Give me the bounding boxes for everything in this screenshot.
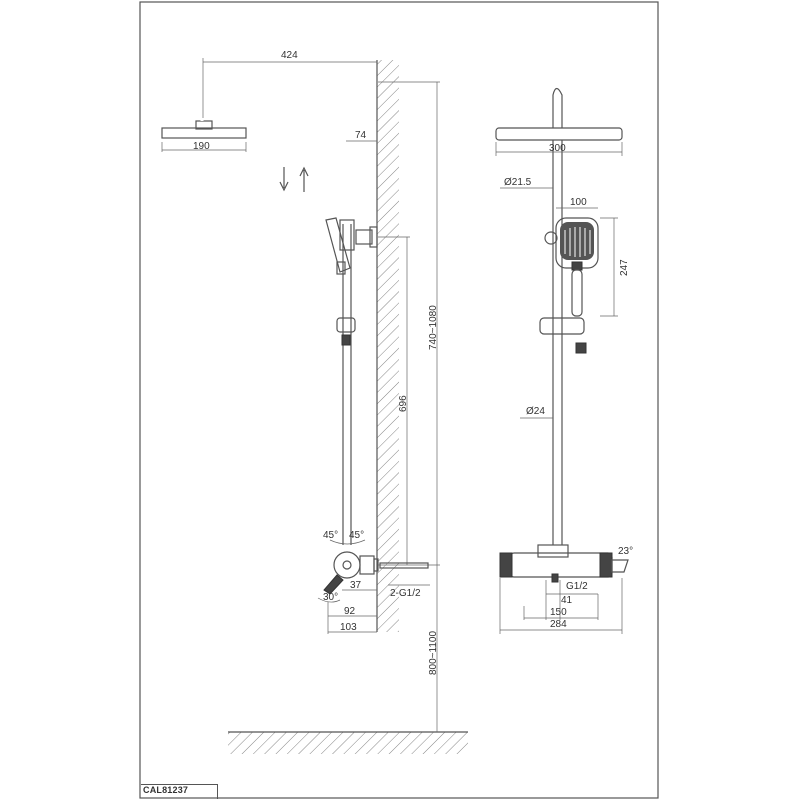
front-dim-pipe-dia: Ø21.5 xyxy=(504,177,532,188)
front-dim-100: 100 xyxy=(570,197,587,208)
side-top-bracket xyxy=(339,219,355,251)
side-slider xyxy=(336,317,356,333)
slide-direction-arrows xyxy=(279,166,309,192)
side-mixer-body xyxy=(333,551,361,579)
front-dim-247: 247 xyxy=(619,259,630,276)
front-dim-23deg: 23° xyxy=(618,546,633,557)
side-angle-left: 45° xyxy=(323,530,338,541)
side-handle xyxy=(323,574,344,595)
floor-hatch xyxy=(228,732,468,754)
front-view: 300 Ø21.5 100 247 Ø24 23° G1/2 41 150 28… xyxy=(495,87,633,634)
wall-hatch xyxy=(377,60,399,632)
side-hand-shower xyxy=(325,217,351,273)
side-dim-424: 424 xyxy=(281,50,298,61)
side-dim-37: 37 xyxy=(350,580,362,591)
side-dim-696: 696 xyxy=(398,395,409,412)
page-frame xyxy=(139,1,659,799)
front-hand-shower xyxy=(544,217,599,317)
side-angle-right: 45° xyxy=(349,530,364,541)
side-shower-arm xyxy=(201,81,357,224)
front-dim-41: 41 xyxy=(561,595,573,606)
side-angle-handle: 30° xyxy=(323,592,338,603)
front-slider xyxy=(539,317,585,335)
front-shower-head xyxy=(495,127,623,141)
side-dim-800-1100: 800~1100 xyxy=(428,631,439,675)
title-block xyxy=(141,784,218,799)
side-dim-74: 74 xyxy=(355,130,367,141)
side-dim-connection: 2-G1/2 xyxy=(390,588,421,599)
side-dim-92: 92 xyxy=(344,606,356,617)
side-shower-head xyxy=(161,127,247,139)
side-dim-103: 103 xyxy=(340,622,357,633)
front-mixer xyxy=(499,544,629,583)
front-dim-riser-dia: Ø24 xyxy=(526,406,545,417)
side-dim-740-1080: 740~1080 xyxy=(428,305,439,350)
front-dim-g12: G1/2 xyxy=(566,581,588,592)
front-dim-150: 150 xyxy=(550,607,567,618)
side-view: 45° 45° 30° 424 74 190 740~1080 696 2-G1… xyxy=(161,50,468,754)
front-dim-284: 284 xyxy=(550,619,567,630)
model-code: CAL81237 xyxy=(143,785,189,795)
front-dim-300: 300 xyxy=(549,143,566,154)
side-dim-190: 190 xyxy=(193,141,210,152)
